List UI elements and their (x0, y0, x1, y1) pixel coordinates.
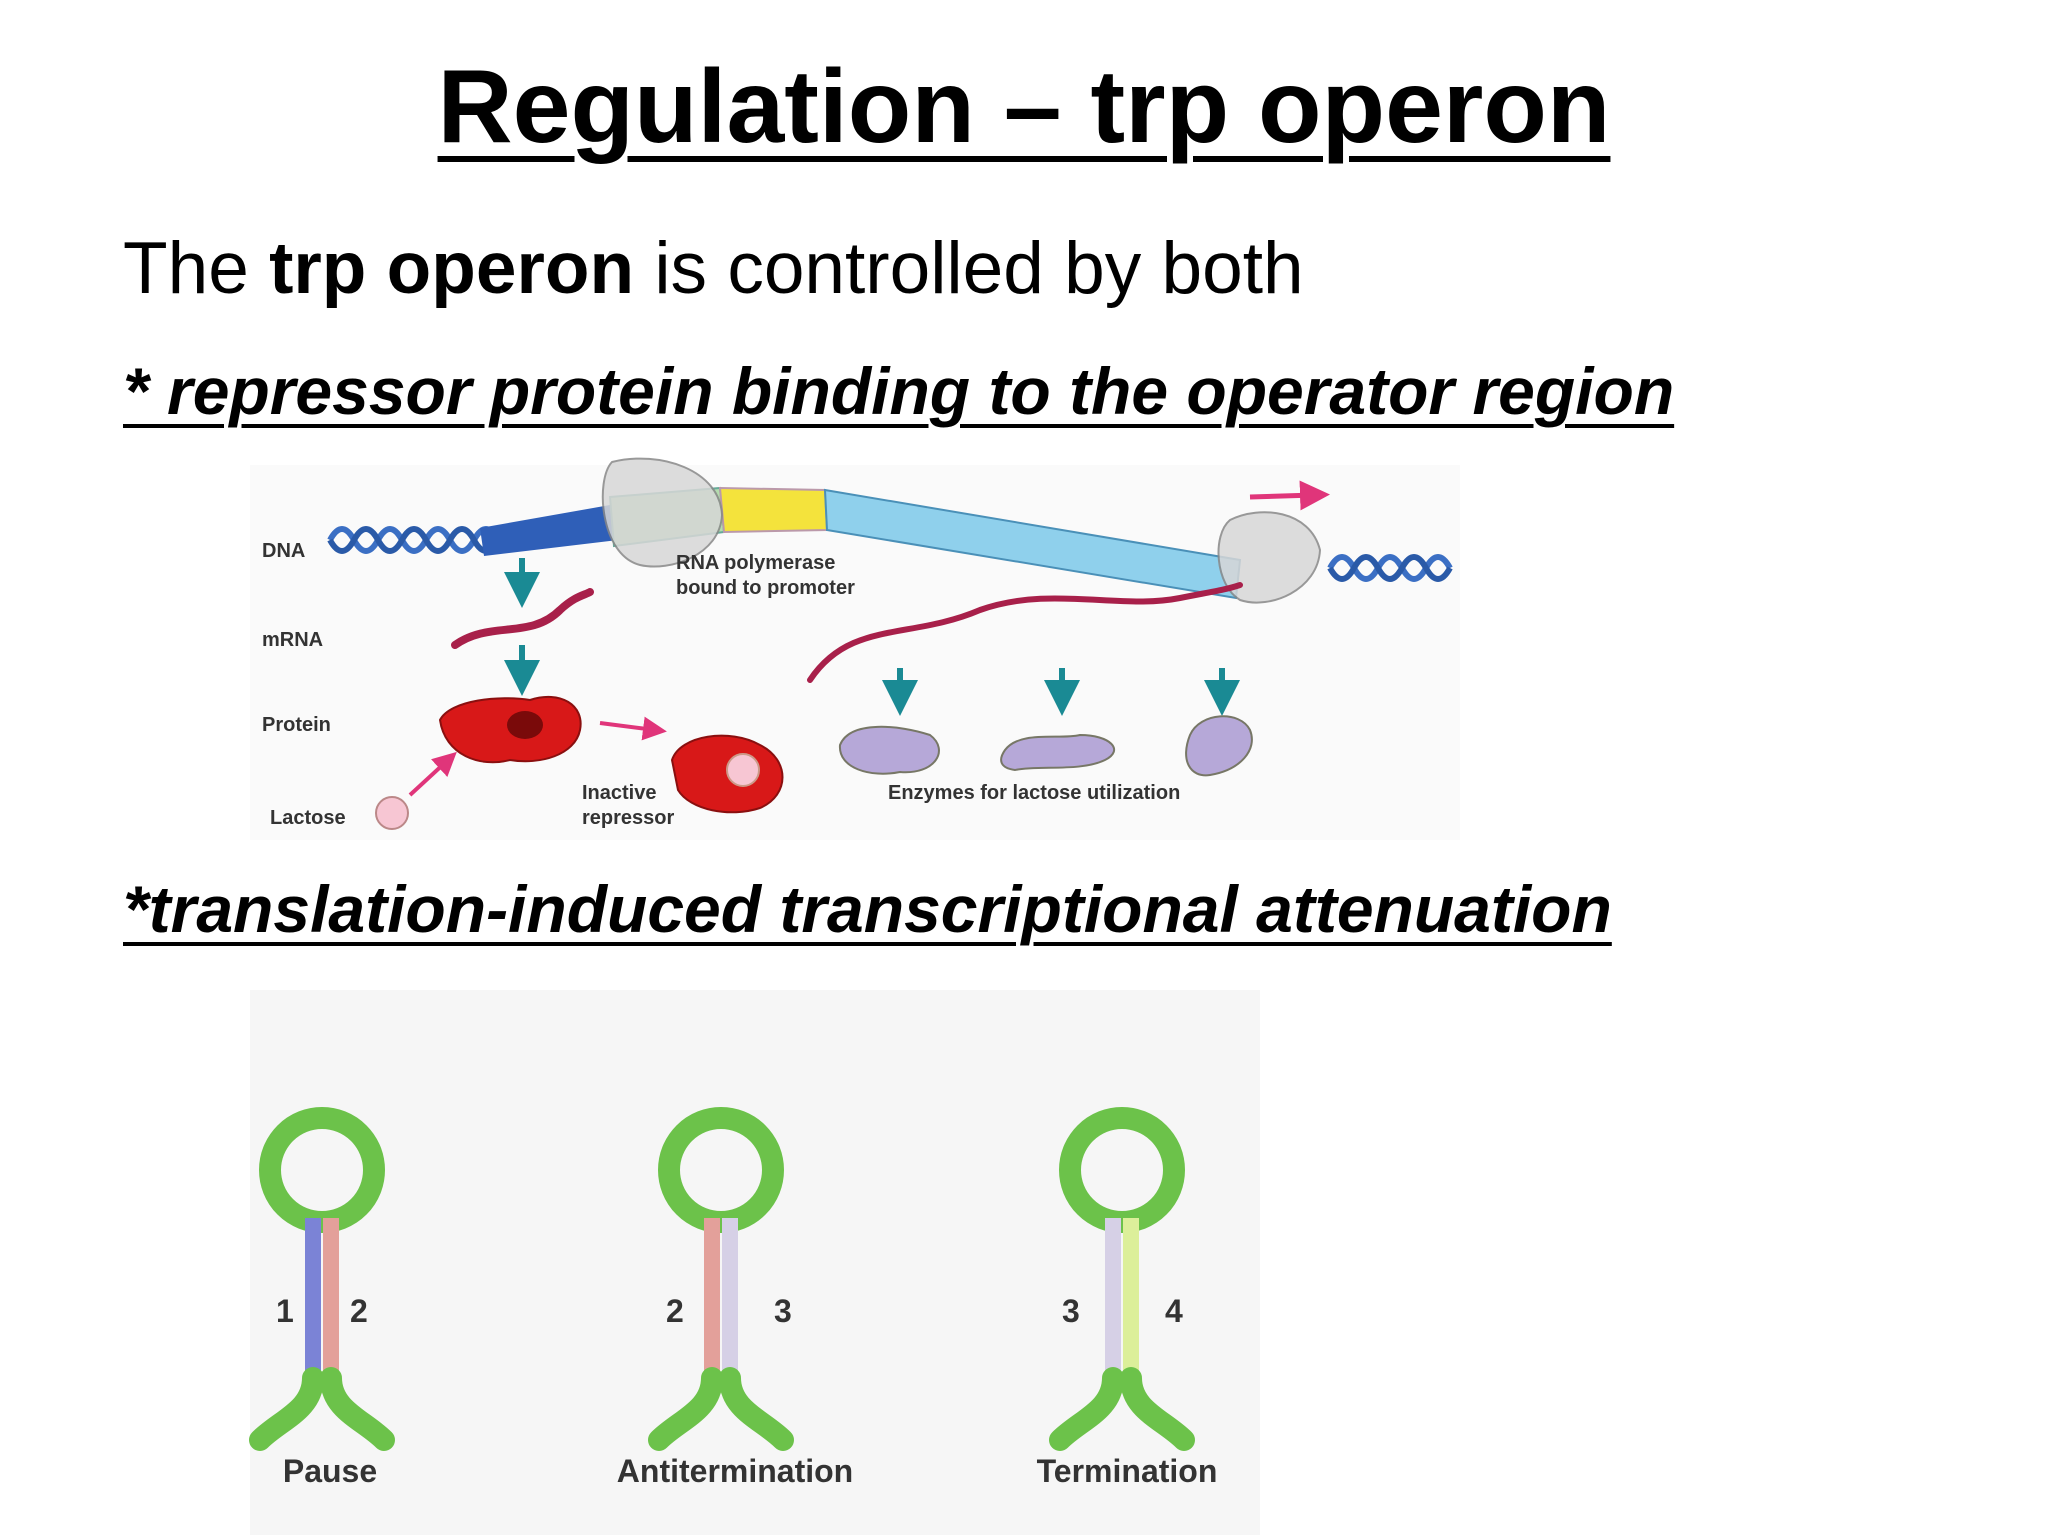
mrna-long (807, 582, 1243, 683)
label-dna: DNA (262, 540, 305, 562)
dna-tube-dark (480, 505, 618, 556)
label-lactose: Lactose (270, 807, 346, 829)
bound-lactose (726, 753, 760, 787)
label-mrna: mRNA (262, 629, 323, 651)
lactose-arrow (408, 751, 457, 797)
intro-bold-term: trp operon (269, 228, 635, 309)
label-polymerase-line1: RNA polymerase (676, 552, 835, 574)
dna-tube-yellow-operator (718, 486, 829, 534)
mrna-short (451, 588, 594, 649)
enzyme-3 (1185, 715, 1253, 777)
point-attenuation: *translation-induced transcriptional att… (123, 872, 1612, 946)
dna-helix-left (327, 526, 501, 554)
repressor-binding-site (507, 711, 543, 739)
enzyme-2 (1000, 733, 1116, 772)
point-repressor: * repressor protein binding to the opera… (123, 354, 1675, 428)
label-protein: Protein (262, 714, 331, 736)
lactose-molecule (375, 796, 409, 830)
dna-helix-right (1327, 554, 1453, 582)
rna-polymerase-right (1217, 511, 1322, 604)
label-inactive-line2: repressor (582, 807, 674, 829)
enzyme-1 (838, 725, 940, 775)
intro-text: The trp operon is controlled by both (123, 228, 1304, 309)
label-polymerase-line2: bound to promoter (676, 577, 855, 599)
label-inactive-line1: Inactive (582, 782, 656, 804)
label-enzymes: Enzymes for lactose utilization (888, 782, 1180, 804)
inactivation-arrow (599, 716, 667, 741)
slide-title: Regulation – trp operon (437, 49, 1611, 165)
transcription-direction-arrow (1249, 480, 1330, 511)
rna-polymerase-left (601, 457, 724, 568)
